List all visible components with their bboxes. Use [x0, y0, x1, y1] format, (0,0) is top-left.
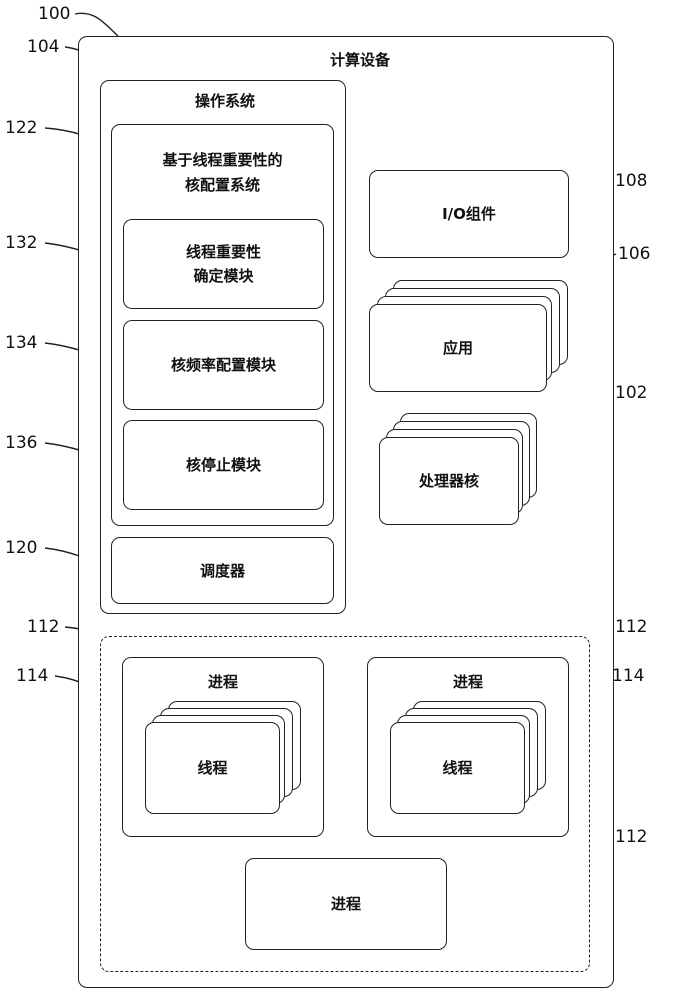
ref-112-bottom: 112	[615, 827, 648, 847]
ref-134: 134	[5, 333, 38, 353]
ref-132: 132	[5, 233, 38, 253]
ref-122: 122	[5, 118, 38, 138]
process-label-right: 进程	[452, 673, 483, 691]
core-frequency-module: 核频率配置模块	[123, 320, 324, 410]
computing-device-label: 计算设备	[329, 51, 390, 69]
ref-104: 104	[27, 37, 60, 57]
ref-102: 102	[615, 383, 648, 403]
thread-box-right: 线程	[390, 722, 525, 814]
process-label-left: 进程	[207, 673, 238, 691]
ref-114-left: 114	[16, 666, 49, 686]
process-box-bottom: 进程	[245, 858, 447, 950]
thread-importance-module: 线程重要性 确定模块	[123, 219, 324, 309]
io-components-box: I/O组件	[369, 170, 569, 258]
ref-112-right: 112	[615, 617, 648, 637]
thread-box-left: 线程	[145, 722, 280, 814]
ref-112-left: 112	[27, 617, 60, 637]
processor-cores-box: 处理器核	[379, 437, 519, 525]
applications-box: 应用	[369, 304, 547, 392]
core-config-system-label: 基于线程重要性的 核配置系统	[162, 151, 283, 194]
ref-100: 100	[38, 4, 71, 24]
core-park-module: 核停止模块	[123, 420, 324, 510]
operating-system-label: 操作系统	[194, 92, 255, 110]
ref-120: 120	[5, 538, 38, 558]
scheduler-box: 调度器	[111, 537, 334, 604]
process-area	[100, 636, 590, 972]
ref-114-right: 114	[612, 666, 645, 686]
ref-106: 106	[618, 244, 651, 264]
leader-100	[74, 12, 119, 37]
ref-108: 108	[615, 171, 648, 191]
ref-136: 136	[5, 433, 38, 453]
